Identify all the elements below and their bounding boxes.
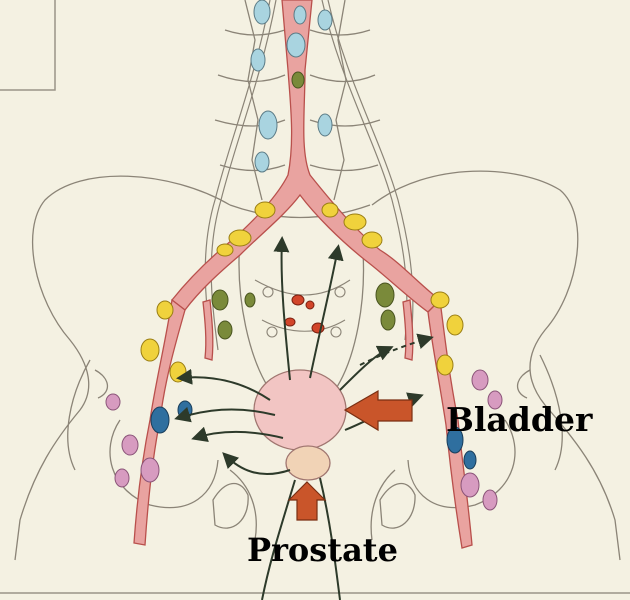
bladder-organ xyxy=(253,369,347,451)
spine xyxy=(214,0,381,219)
lymph-nodes-yellow xyxy=(140,201,464,383)
bladder-label: Bladder xyxy=(446,400,593,439)
prostate-organ xyxy=(285,445,331,481)
drainage-arrows xyxy=(174,236,434,600)
lymph-nodes-pink xyxy=(105,369,503,511)
bladder-pointer-arrow xyxy=(343,389,413,432)
prostate-pointer-arrow xyxy=(287,481,327,521)
sacrum xyxy=(254,279,351,338)
pelvis-bones xyxy=(14,170,621,561)
lymph-nodes-olive xyxy=(211,71,396,340)
lymph-nodes-red xyxy=(284,294,325,334)
prostate-label: Prostate xyxy=(247,531,398,569)
lymph-nodes-lightblue xyxy=(250,0,333,173)
